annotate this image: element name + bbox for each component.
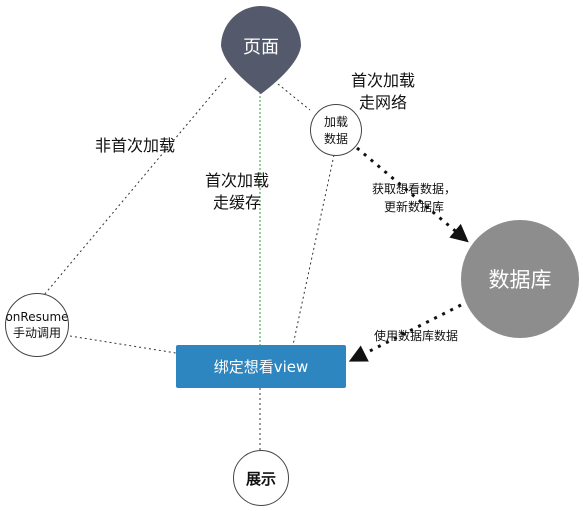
database-node: 数据库 [461,220,579,338]
edge-loaddata-database [356,146,469,243]
edge-loaddata-bind [292,154,335,346]
page-node: 页面 [221,6,301,86]
onresume-label: onResume 手动调用 [5,310,69,340]
bind-view-box: 绑定想看view [176,345,346,388]
edge-page-loaddata [277,83,311,111]
edge-database-bind [348,303,462,362]
bind-view-label: 绑定想看view [213,358,309,376]
label-fetch-update: 获取想看数据， 更新数据库 [372,182,457,214]
database-label: 数据库 [488,268,552,292]
onresume-node: onResume 手动调用 [5,293,69,357]
page-node-label: 页面 [243,37,279,58]
edge-onresume-bind [69,335,177,354]
label-first-load-cache: 首次加载 走缓存 [205,171,270,212]
load-data-label: 加载 数据 [323,115,348,146]
label-first-load-network: 首次加载 走网络 [351,71,416,112]
show-node: 展示 [233,450,289,506]
label-non-first-load: 非首次加载 [95,136,176,155]
edge-page-onresume [43,77,227,296]
page-node-shape [221,6,301,94]
show-label: 展示 [245,469,276,488]
load-data-node: 加载 数据 [310,104,362,156]
label-use-db-data: 使用数据库数据 [374,329,459,343]
